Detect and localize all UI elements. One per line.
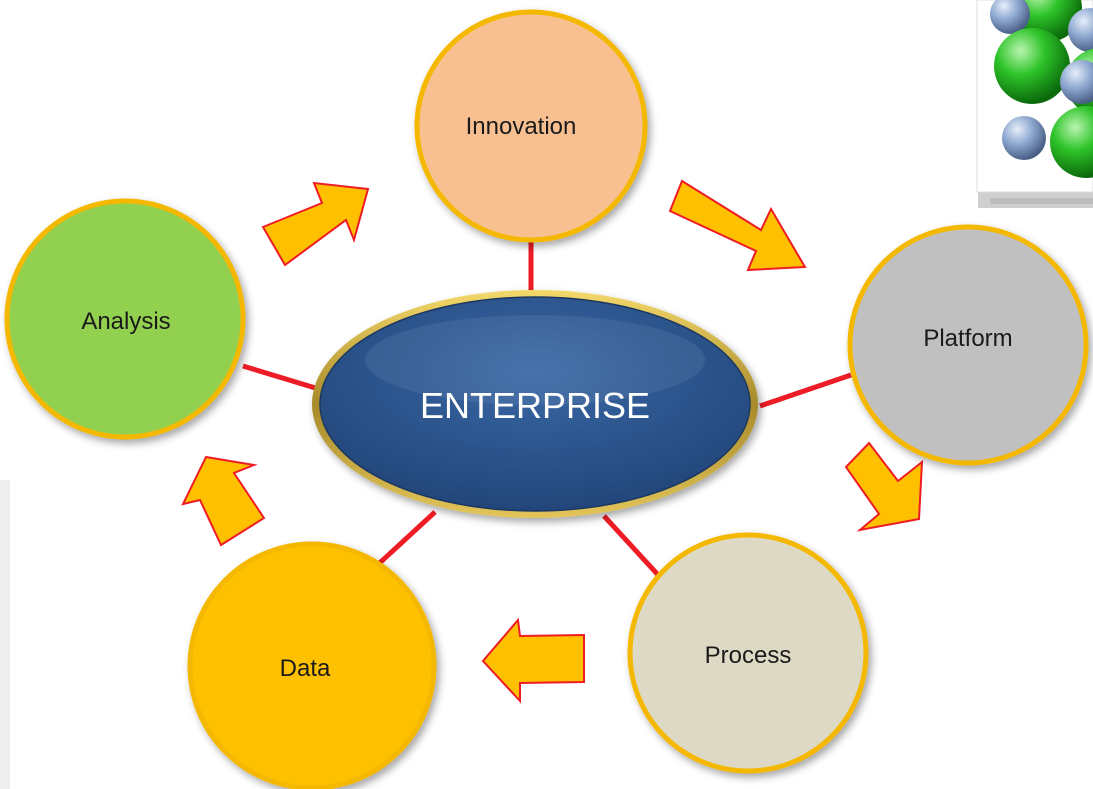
connector-data [370,510,437,572]
center-node: ENTERPRISE [312,290,758,518]
connector-analysis [242,363,323,393]
arrow-data-to-analysis [181,455,266,547]
arrow-innovation-to-platform [668,179,807,272]
node-data: Data [187,541,437,789]
center-label: ENTERPRISE [420,385,650,426]
background-frame [0,480,10,789]
innovation-label: Innovation [466,113,577,140]
data-label: Data [280,655,331,682]
connectors [242,240,852,579]
node-process: Process [627,532,869,774]
arrow-platform-to-process [844,441,924,532]
node-platform: Platform [847,224,1089,466]
arrow-analysis-to-innovation [261,181,370,267]
connector-process [602,514,662,579]
node-innovation: Innovation [414,9,648,243]
analysis-label: Analysis [81,308,170,335]
platform-label: Platform [923,325,1012,352]
process-label: Process [705,642,792,669]
node-analysis: Analysis [4,198,246,440]
arrow-process-to-data [481,617,585,704]
connector-platform [759,372,852,409]
cycle-arrows [181,179,924,704]
molecule-image [976,0,1093,208]
